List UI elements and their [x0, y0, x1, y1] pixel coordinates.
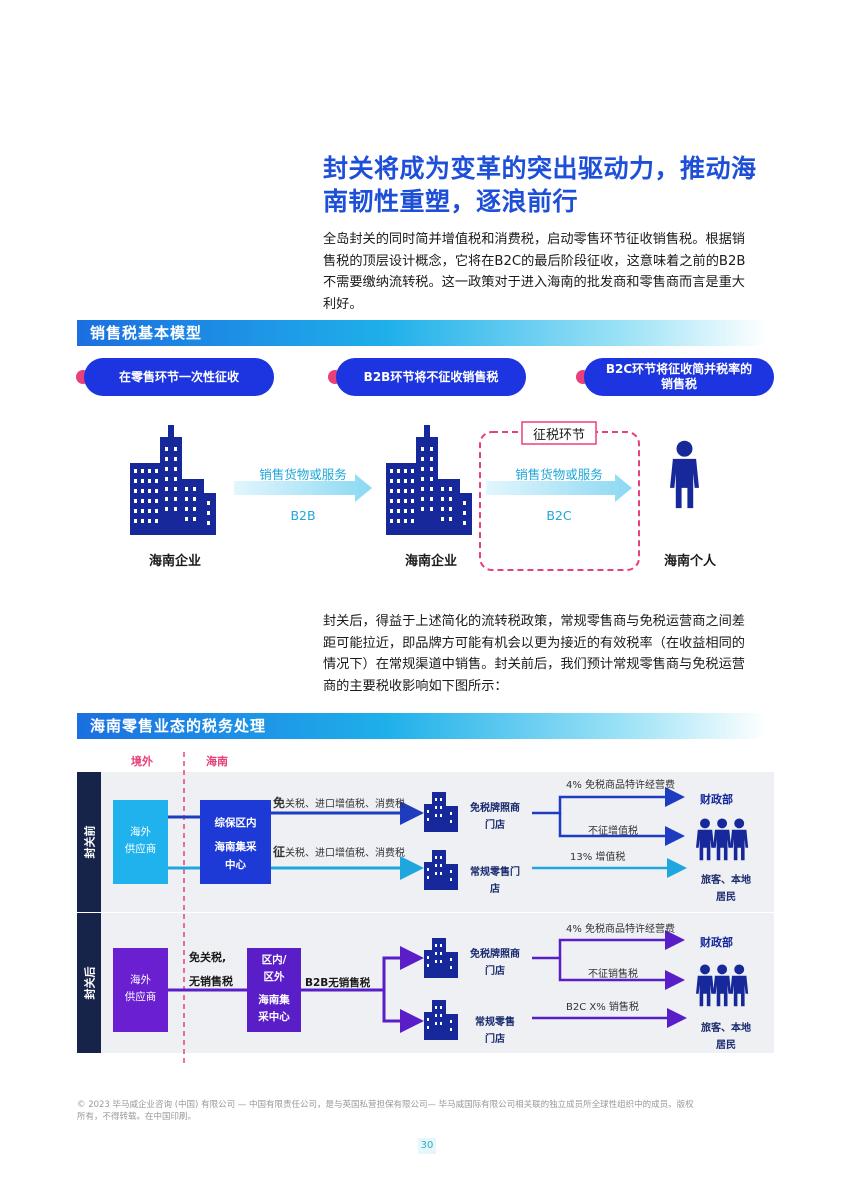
- before-supplier: 海外供应商: [124, 826, 157, 855]
- tax-stage-box: [479, 431, 640, 571]
- section-bar-tax-treatment: [77, 713, 767, 739]
- page-title: 封关将成为变革的突出驱动力，推动海 南韧性重塑，逐浪前行: [323, 154, 757, 216]
- side-before: 封关前: [83, 825, 96, 859]
- after-fee3: B2C X% 销售税: [566, 1002, 639, 1013]
- pill-b2b-no-tax: B2B环节将不征收销售税: [336, 358, 526, 396]
- after-fee1: 4% 免税商品特许经营费: [566, 924, 676, 935]
- after-fee2: 不征销售税: [588, 969, 638, 980]
- arrow-b2c: [486, 474, 632, 502]
- building-icon: [130, 425, 216, 535]
- before-fee3: 13% 增值税: [570, 852, 626, 863]
- before-people: 旅客、本地居民: [701, 875, 751, 903]
- section-title-tax-treatment: 海南零售业态的税务处理: [90, 717, 267, 735]
- tax-stage-label: 征税环节: [532, 428, 585, 443]
- section-bar-sales-tax: [77, 320, 767, 346]
- person-icon: [670, 440, 699, 509]
- before-line1-label: 免关税、进口增值税、消费税: [273, 796, 406, 810]
- before-shop-dutyfree: 免税牌照商门店: [470, 803, 520, 831]
- flow-b2b-bottom: B2B: [290, 508, 316, 523]
- page-number: 30: [418, 1138, 436, 1154]
- after-shop-dutyfree: 免税牌照商门店: [470, 949, 520, 977]
- col-hainan: 海南: [206, 755, 228, 768]
- node-hainan-company-1: 海南企业: [148, 554, 201, 569]
- before-mof: 财政部: [700, 793, 733, 806]
- after-exempt: 免关税,无销售税: [189, 951, 233, 988]
- before-fee1: 4% 免税商品特许经营费: [566, 780, 676, 791]
- before-center: 综保区内海南集采中心: [214, 817, 257, 871]
- after-people: 旅客、本地居民: [701, 1023, 751, 1051]
- building-icon: [386, 425, 472, 535]
- col-overseas: 境外: [131, 755, 153, 768]
- flow-b2c-top: 销售货物或服务: [515, 467, 603, 482]
- middle-paragraph: 封关后，得益于上述简化的流转税政策，常规零售商与免税运营商之间差距可能拉近，即品…: [323, 614, 745, 694]
- intro-paragraph: 全岛封关的同时简并增值税和消费税，启动零售环节征收销售税。根据销售税的顶层设计概…: [323, 232, 746, 312]
- node-hainan-company-2: 海南企业: [404, 554, 457, 569]
- node-hainan-individual: 海南个人: [663, 554, 716, 569]
- before-shop-regular: 常规零售门店: [470, 867, 520, 895]
- after-shop-regular: 常规零售门店: [475, 1017, 515, 1045]
- after-supplier: 海外供应商: [124, 974, 157, 1003]
- after-b2b-label: B2B无销售税: [305, 977, 371, 989]
- flow-b2b-top: 销售货物或服务: [259, 467, 347, 482]
- before-line2-label: 征关税、进口增值税、消费税: [273, 845, 406, 859]
- flow-b2c-bottom: B2C: [546, 508, 572, 523]
- after-mof: 财政部: [700, 936, 733, 949]
- copyright-footer: © 2023 毕马威企业咨询 (中国) 有限公司 — 中国有限责任公司，是与英国…: [77, 1100, 694, 1122]
- after-center: 区内/区外海南集采中心: [258, 954, 290, 1023]
- section-title-sales-tax: 销售税基本模型: [90, 324, 203, 342]
- before-fee2: 不征增值税: [588, 826, 638, 837]
- arrow-b2b: [234, 474, 372, 502]
- pill-b2c-tax: B2C环节将征收简并税率的销售税: [584, 358, 774, 396]
- side-after: 封关后: [83, 966, 96, 1000]
- pill-retail-collect: 在零售环节一次性征收: [84, 358, 274, 396]
